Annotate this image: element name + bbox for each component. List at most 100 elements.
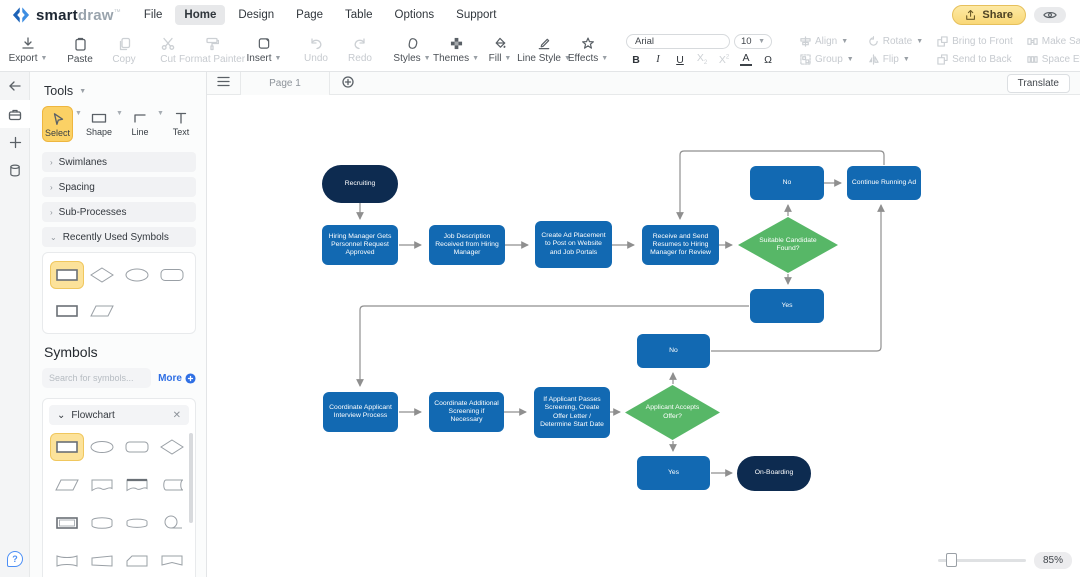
menu-file[interactable]: File — [143, 9, 163, 21]
menu-home[interactable]: Home — [175, 5, 226, 25]
special-character-button[interactable]: Ω — [764, 53, 772, 66]
menu-table[interactable]: Table — [345, 9, 373, 21]
superscript-button[interactable]: X2 — [718, 53, 730, 66]
fc-symbol-manual-operation-icon[interactable] — [85, 547, 119, 575]
group-button[interactable]: Group▼ — [800, 52, 854, 68]
select-tool-dropdown[interactable]: ▼ — [75, 110, 82, 117]
section-recently-used[interactable]: ⌄Recently Used Symbols — [42, 227, 196, 247]
paste-button[interactable]: Paste — [58, 35, 102, 67]
themes-button[interactable]: Themes▼ — [433, 35, 479, 66]
menu-options[interactable]: Options — [394, 9, 435, 21]
page-tab[interactable]: Page 1 — [240, 71, 330, 95]
cut-button[interactable]: Cut — [146, 35, 190, 67]
fc-symbol-card-icon[interactable] — [120, 547, 154, 575]
smartdraw-logo[interactable]: smartdraw™ — [0, 6, 135, 24]
fc-symbol-stored-data-icon[interactable] — [155, 471, 189, 499]
node-create-ad-placement[interactable]: Create Ad Placement to Post on Website a… — [535, 221, 612, 268]
flowchart-section-header[interactable]: ⌄ Flowchart ✕ — [49, 405, 189, 425]
fc-symbol-diamond-icon[interactable] — [155, 433, 189, 461]
symbol-diamond-icon[interactable] — [85, 261, 119, 289]
insert-button[interactable]: Insert▼ — [242, 35, 286, 66]
bring-to-front-button[interactable]: Bring to Front — [937, 34, 1013, 50]
select-tool[interactable]: Select — [42, 106, 74, 142]
font-size-select[interactable]: 10▼ — [734, 34, 772, 50]
export-button[interactable]: Export▼ — [6, 35, 50, 66]
flip-button[interactable]: Flip▼ — [868, 52, 923, 68]
menu-design[interactable]: Design — [238, 9, 275, 21]
drawing-canvas[interactable]: Recruiting Hiring Manager Gets Personnel… — [207, 95, 1080, 577]
node-job-description[interactable]: Job Description Received from Hiring Man… — [429, 225, 505, 265]
fc-symbol-display-icon[interactable] — [50, 547, 84, 575]
node-yes-bottom[interactable]: Yes — [637, 456, 710, 490]
symbol-search-input[interactable] — [42, 368, 152, 388]
undo-button[interactable]: Undo — [294, 35, 338, 66]
effects-button[interactable]: Effects▼ — [566, 35, 610, 66]
menu-page[interactable]: Page — [296, 9, 324, 21]
node-recruiting[interactable]: Recruiting — [322, 165, 398, 203]
underline-button[interactable]: U — [676, 53, 684, 66]
text-tool[interactable]: Text — [166, 106, 196, 140]
symbol-parallelogram-icon[interactable] — [85, 297, 119, 325]
symbol-rectangle-bold-icon[interactable] — [50, 297, 84, 325]
fc-symbol-document-2-icon[interactable] — [120, 471, 154, 499]
node-suitable-candidate-decision[interactable]: Suitable Candidate Found? — [738, 217, 838, 273]
line-style-button[interactable]: Line Style▼ — [517, 35, 571, 66]
node-offer-letter[interactable]: If Applicant Passes Screening, Create Of… — [534, 387, 610, 438]
node-onboarding[interactable]: On-Boarding — [737, 456, 811, 491]
line-tool[interactable]: Line — [125, 106, 155, 140]
node-yes-top[interactable]: Yes — [750, 289, 824, 323]
font-family-input[interactable] — [626, 34, 730, 50]
symbol-ellipse-icon[interactable] — [120, 261, 154, 289]
make-same-button[interactable]: Make Same▼ — [1027, 34, 1080, 50]
zoom-slider[interactable] — [937, 553, 1026, 567]
node-receive-resumes[interactable]: Receive and Send Resumes to Hiring Manag… — [642, 225, 719, 265]
line-tool-dropdown[interactable]: ▼ — [157, 110, 164, 117]
node-no-top[interactable]: No — [750, 166, 824, 200]
fc-symbol-direct-data-icon[interactable] — [120, 509, 154, 537]
send-to-back-button[interactable]: Send to Back — [937, 52, 1013, 68]
fc-symbol-loop-limit-icon[interactable] — [155, 509, 189, 537]
shape-tool-dropdown[interactable]: ▼ — [116, 110, 123, 117]
node-hiring-manager-request[interactable]: Hiring Manager Gets Personnel Request Ap… — [322, 225, 398, 265]
section-swimlanes[interactable]: ›Swimlanes — [42, 152, 196, 172]
styles-button[interactable]: Styles▼ — [390, 35, 434, 66]
format-painter-button[interactable]: Format Painter — [179, 35, 245, 67]
node-continue-running-ad[interactable]: Continue Running Ad — [847, 166, 921, 200]
fc-symbol-parallelogram-icon[interactable] — [50, 471, 84, 499]
subscript-button[interactable]: X2 — [696, 52, 708, 67]
add-rail-button[interactable] — [0, 128, 30, 156]
shape-tool[interactable]: Shape — [84, 106, 114, 140]
toolbox-rail-button[interactable] — [0, 100, 30, 128]
add-page-button[interactable] — [330, 75, 366, 91]
section-sub-processes[interactable]: ›Sub-Processes — [42, 202, 196, 222]
fc-symbol-rounded-rectangle-icon[interactable] — [120, 433, 154, 461]
fc-symbol-drum-icon[interactable] — [85, 509, 119, 537]
page-list-button[interactable] — [207, 76, 240, 90]
share-button[interactable]: Share — [952, 5, 1026, 25]
align-button[interactable]: Align▼ — [800, 34, 854, 50]
copy-button[interactable]: Copy — [102, 35, 146, 67]
bold-button[interactable]: B — [632, 53, 640, 66]
close-icon[interactable]: ✕ — [172, 409, 181, 421]
symbols-scrollbar[interactable] — [189, 433, 193, 523]
section-spacing[interactable]: ›Spacing — [42, 177, 196, 197]
node-no-bottom[interactable]: No — [637, 334, 710, 368]
tools-header[interactable]: Tools ▼ — [44, 84, 196, 98]
data-rail-button[interactable] — [0, 156, 30, 184]
more-symbols-link[interactable]: More — [158, 373, 196, 384]
fc-symbol-document-icon[interactable] — [85, 471, 119, 499]
node-coordinate-screening[interactable]: Coordinate Additional Screening if Neces… — [429, 392, 504, 432]
back-button[interactable] — [0, 72, 30, 100]
node-coordinate-interview[interactable]: Coordinate Applicant Interview Process — [323, 392, 398, 432]
rotate-button[interactable]: Rotate▼ — [868, 34, 923, 50]
space-evenly-button[interactable]: Space Evenly▼ — [1027, 52, 1080, 68]
zoom-slider-handle[interactable] — [945, 553, 957, 567]
fc-symbol-notched-rectangle-icon[interactable] — [155, 547, 189, 575]
symbol-rounded-rectangle-icon[interactable] — [155, 261, 189, 289]
help-button[interactable]: ? — [7, 551, 23, 567]
symbol-rectangle-icon[interactable] — [49, 261, 84, 289]
redo-button[interactable]: Redo — [338, 35, 382, 66]
fc-symbol-rectangle-icon[interactable] — [49, 433, 84, 461]
fc-symbol-predefined-process-icon[interactable] — [50, 509, 84, 537]
menu-support[interactable]: Support — [456, 9, 497, 21]
